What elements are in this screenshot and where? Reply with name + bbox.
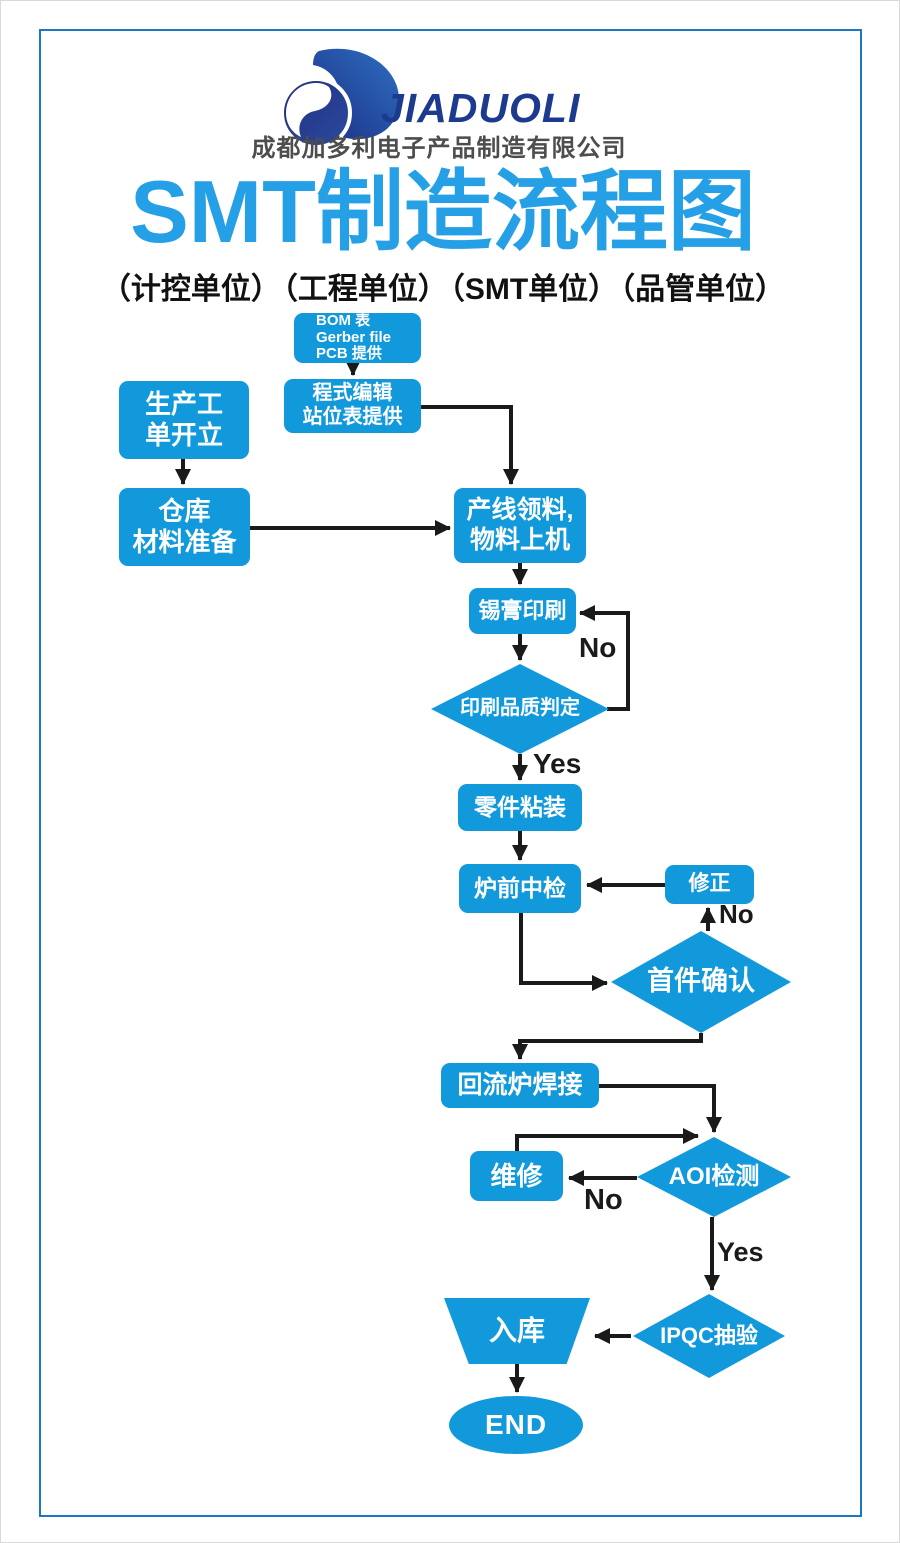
node-end-terminator: END [449,1396,583,1454]
unit-engineering: （工程单位） [282,273,448,306]
edge-reflow-to-aoi [599,1084,722,1133]
edge-preoven-to-firstarticle [519,913,608,991]
node-line-material-loading: 产线领料, 物料上机 [454,488,586,563]
node-pre-oven-check: 炉前中检 [459,864,581,913]
logo-wordmark: JIADUOLI [381,85,581,131]
node-repair: 维修 [470,1151,563,1201]
border-frame [39,29,862,1517]
label-print-quality-yes: Yes [533,748,582,779]
node-warehouse-material-prep: 仓库 材料准备 [119,488,250,566]
node-production-order: 生产工 单开立 [119,381,249,459]
company-name: 成都加多利电子产品制造有限公司 [251,135,627,162]
node-bom-gerber-pcb: BOM 表 Gerber file PCB 提供 [294,312,421,363]
node-program-edit: 程式编辑 站位表提供 [284,379,421,433]
unit-legend: （计控单位）（工程单位）（SMT单位）（品管单位） [31,264,855,308]
edge-printquality-no-loop [579,605,630,711]
jiaduoli-logo-icon [280,48,400,149]
label-print-quality-no: No [579,632,617,663]
unit-planning: （计控单位） [100,273,281,306]
node-solder-paste-printing: 锡膏印刷 [469,588,576,634]
node-correction: 修正 [665,865,754,904]
node-warehousing: 入库 [444,1298,590,1364]
node-component-mounting: 零件粘装 [458,784,582,831]
edge-firstarticle-to-reflow [512,1033,703,1060]
unit-smt: （SMT单位） [449,273,619,306]
label-aoi-yes: Yes [717,1237,764,1267]
page-title: SMT制造流程图 [130,162,756,261]
label-aoi-no: No [584,1184,623,1216]
edge-repair-to-aoi [515,1128,699,1151]
label-first-article-no: No [719,899,754,929]
unit-quality: （品管单位） [620,273,786,306]
edge-program-to-linematerial [421,405,519,485]
node-reflow-soldering: 回流炉焊接 [441,1063,599,1108]
